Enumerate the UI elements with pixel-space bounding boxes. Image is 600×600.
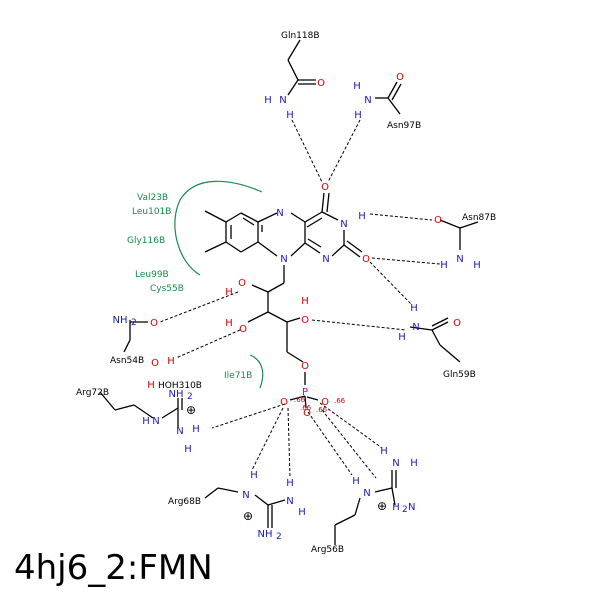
hydrophobic-label-val23: Val23B	[137, 193, 168, 203]
hydrophobic-label-gly116: Gly116B	[127, 236, 165, 246]
svg-text:H: H	[264, 95, 272, 106]
svg-text:N: N	[363, 488, 370, 499]
svg-text:O: O	[453, 318, 461, 329]
svg-text:H: H	[352, 476, 360, 487]
svg-text:O: O	[280, 397, 288, 408]
residue-label-gln118: Gln118B	[281, 31, 320, 41]
svg-text:N: N	[412, 322, 419, 333]
hydrophobic-arc-2	[249, 354, 264, 389]
flavin-rings	[204, 192, 363, 409]
svg-text:N: N	[364, 95, 371, 106]
svg-text:O: O	[434, 215, 442, 226]
svg-text:H: H	[147, 380, 155, 391]
charge-plus-arg56: ⊕	[377, 499, 387, 513]
svg-text:H: H	[380, 446, 388, 457]
hydrophobic-arc-1	[174, 180, 263, 276]
svg-text:O: O	[238, 278, 246, 289]
svg-text:O: O	[301, 315, 309, 326]
svg-text:N: N	[242, 490, 249, 501]
svg-text:N: N	[456, 254, 463, 265]
svg-text:O: O	[151, 358, 159, 369]
svg-text:O: O	[303, 408, 311, 419]
residue-label-arg68: Arg68B	[168, 497, 201, 507]
residue-label-hoh310: HOH310B	[158, 381, 202, 391]
svg-text:H: H	[354, 110, 362, 121]
svg-text:H: H	[410, 458, 418, 469]
svg-text:H: H	[286, 110, 294, 121]
charge-plus-arg68: ⊕	[243, 509, 253, 523]
svg-text:2: 2	[402, 505, 408, 515]
svg-text:H: H	[473, 260, 481, 271]
svg-text:H: H	[225, 287, 233, 298]
svg-text:H: H	[301, 296, 309, 307]
svg-text:N: N	[152, 416, 159, 427]
svg-text:H: H	[410, 303, 418, 314]
svg-text:N: N	[279, 95, 286, 106]
svg-text:2: 2	[276, 532, 282, 542]
svg-text:N: N	[408, 502, 415, 513]
residue-bonds	[99, 39, 479, 545]
residue-label-asn97: Asn97B	[387, 121, 421, 131]
svg-text:N: N	[340, 219, 347, 230]
svg-text:H: H	[167, 356, 175, 367]
svg-text:H: H	[353, 81, 361, 92]
hydrophobic-label-cys55: Cys55B	[150, 284, 184, 294]
atom-labels: N N N N H O O O H O H O H O P O O O O N …	[113, 72, 481, 542]
distance-label: .66	[334, 397, 346, 405]
svg-text:N: N	[286, 496, 293, 507]
svg-text:NH: NH	[113, 315, 128, 326]
svg-text:N: N	[176, 426, 183, 437]
residue-label-gln59: Gln59B	[443, 370, 476, 380]
svg-text:2: 2	[131, 318, 137, 328]
svg-text:NH: NH	[258, 529, 273, 540]
svg-text:H: H	[398, 332, 406, 343]
svg-text:O: O	[150, 318, 158, 329]
charge-plus-arg72: ⊕	[186, 403, 196, 417]
hydrophobic-label-ile71: Ile71B	[224, 371, 252, 381]
distance-label: .66	[316, 406, 328, 414]
svg-text:O: O	[396, 72, 404, 83]
distance-label: .66	[294, 396, 306, 404]
svg-text:H: H	[250, 470, 258, 481]
svg-text:H: H	[440, 260, 448, 271]
hydrophobic-label-leu99: Leu99B	[135, 270, 169, 280]
residue-label-asn54: Asn54B	[110, 356, 144, 366]
residue-label-arg56: Arg56B	[311, 545, 344, 555]
svg-text:N: N	[392, 458, 399, 469]
hydrophobic-label-leu101: Leu101B	[132, 207, 171, 217]
svg-text:H: H	[225, 318, 233, 329]
svg-text:N: N	[280, 254, 287, 265]
distance-label: .66	[300, 404, 312, 412]
svg-text:H: H	[142, 416, 150, 427]
svg-text:H: H	[192, 424, 200, 435]
svg-text:O: O	[321, 397, 329, 408]
svg-text:NH: NH	[169, 389, 184, 400]
residue-label-arg72: Arg72B	[76, 388, 109, 398]
svg-text:H: H	[286, 478, 294, 489]
svg-text:H: H	[392, 502, 400, 513]
svg-text:H: H	[358, 211, 366, 222]
diagram-title: 4hj6_2:FMN	[14, 548, 213, 588]
svg-text:O: O	[321, 182, 329, 193]
residue-label-asn87: Asn87B	[462, 213, 496, 223]
hydrogen-bonds	[159, 119, 441, 479]
svg-text:N: N	[276, 208, 283, 219]
svg-text:O: O	[362, 254, 370, 265]
svg-text:H: H	[298, 507, 306, 518]
svg-text:O: O	[239, 324, 247, 335]
svg-text:H: H	[184, 444, 192, 455]
svg-text:O: O	[317, 78, 325, 89]
svg-text:O: O	[301, 361, 309, 372]
svg-text:2: 2	[187, 392, 193, 402]
svg-text:N: N	[322, 254, 329, 265]
svg-text:P: P	[302, 387, 308, 398]
